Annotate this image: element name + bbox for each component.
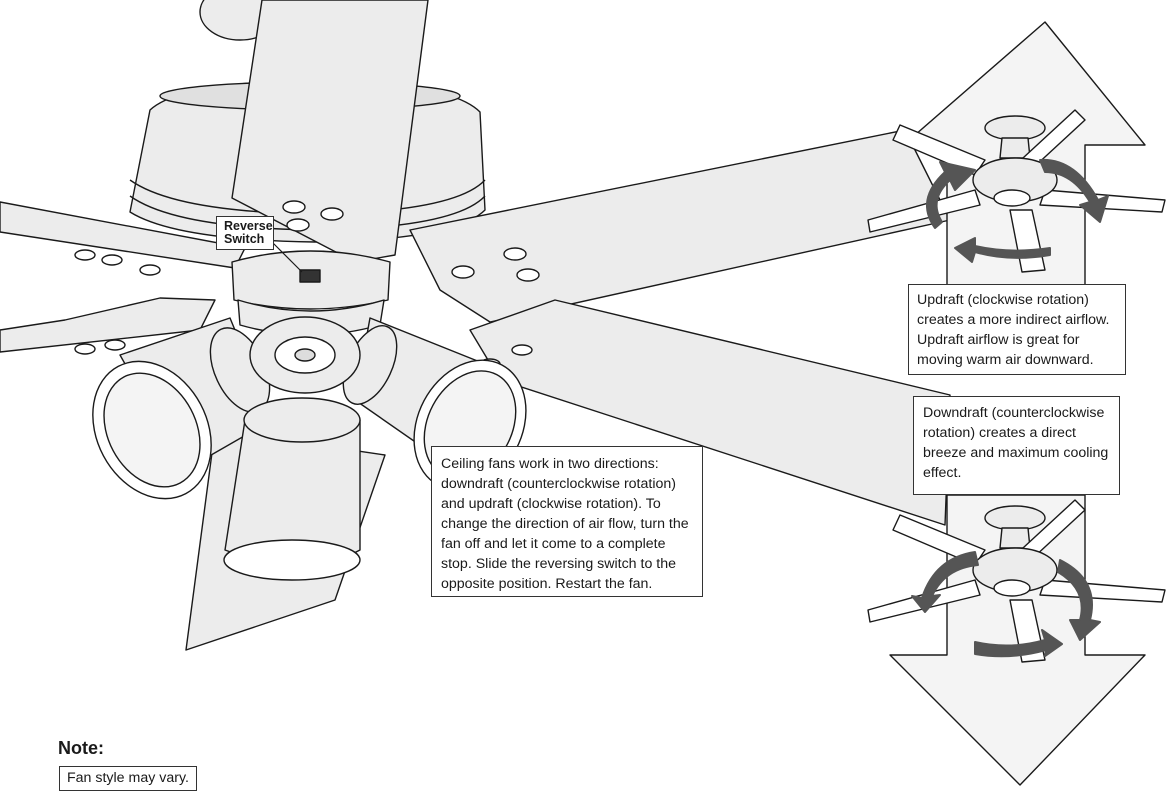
fan-blade-left-lower	[0, 297, 216, 355]
main-callout: Ceiling fans work in two directions: dow…	[431, 446, 703, 597]
light-shade-left	[92, 317, 273, 500]
updraft-callout: Updraft (clockwise rotation) creates a m…	[908, 284, 1126, 375]
reverse-switch-label-text: Reverse Switch	[224, 219, 273, 246]
reverse-switch[interactable]	[299, 269, 321, 283]
main-callout-text: Ceiling fans work in two directions: dow…	[441, 456, 689, 592]
downdraft-callout: Downdraft (counterclockwise rotation) cr…	[913, 396, 1120, 495]
downdraft-callout-text: Downdraft (counterclockwise rotation) cr…	[923, 405, 1109, 481]
fan-blade-right	[409, 129, 951, 323]
note-text: Fan style may vary.	[67, 770, 189, 786]
updraft-callout-text: Updraft (clockwise rotation) creates a m…	[917, 292, 1110, 368]
note-box: Fan style may vary.	[59, 766, 197, 791]
note-title: Note:	[58, 738, 104, 758]
updraft-rotation-arrows	[926, 158, 1109, 263]
reverse-switch-label: Reverse Switch	[216, 216, 274, 250]
downdraft-rotation-arrows	[911, 551, 1101, 658]
downdraft-fan	[867, 499, 1166, 663]
light-shade-bottom	[223, 397, 361, 581]
light-kit	[92, 316, 527, 581]
